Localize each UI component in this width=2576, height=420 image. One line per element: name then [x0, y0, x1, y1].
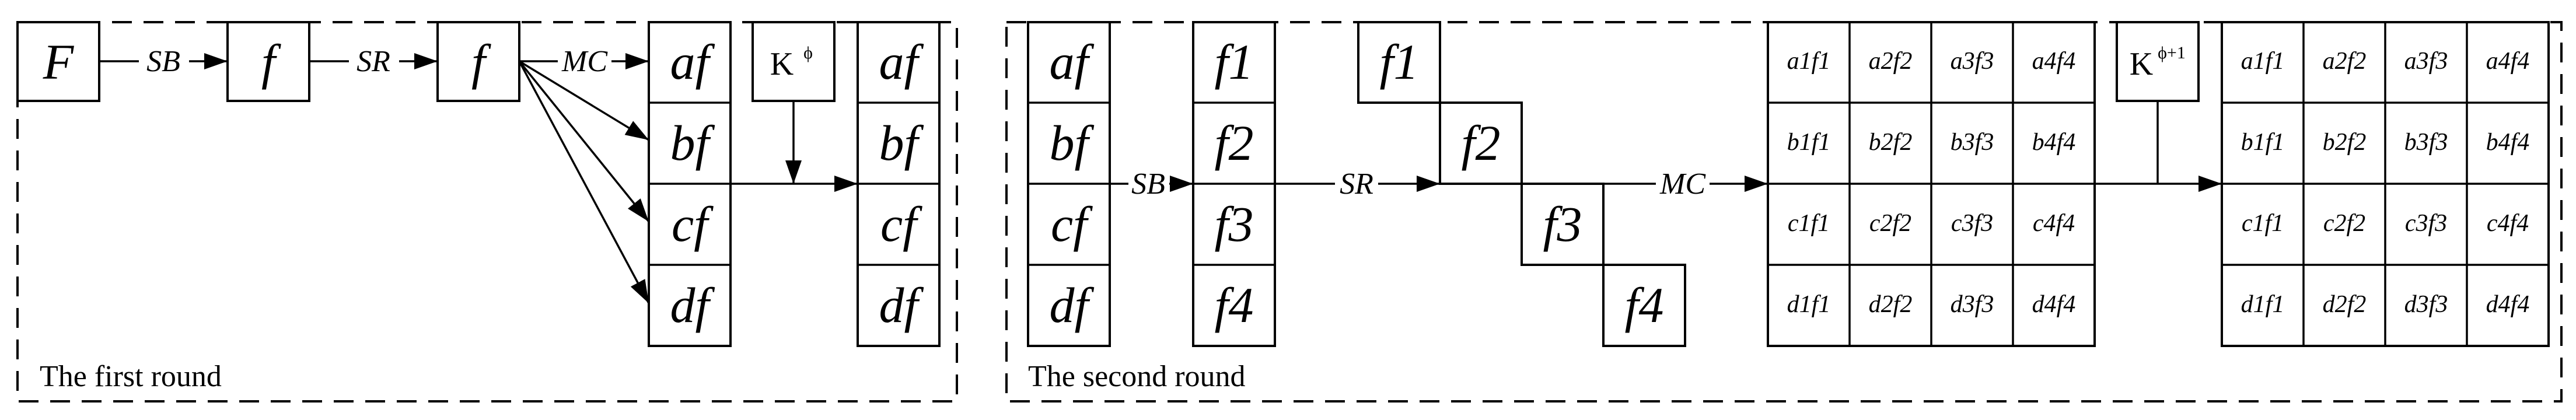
round-2-output-cell: b2f2	[2323, 129, 2367, 156]
round-1-mc-arrow-b	[519, 60, 649, 141]
round-2-output-cell: a1f1	[2241, 48, 2285, 75]
round-2-sb-label-bg	[1128, 168, 1169, 198]
round-1-output-cell: cf	[880, 196, 922, 252]
round-1-sr-label: SR	[356, 45, 390, 78]
round-1-mc-cell: bf	[670, 115, 715, 171]
round-2-mc-cell: a2f2	[1869, 48, 1913, 75]
round-1-sr-label-bg	[349, 46, 399, 76]
round-2-mc-label-bg	[1656, 168, 1710, 198]
round-1-mc-arrow-c	[518, 60, 650, 223]
round-1-mc-column: af bf cf df	[648, 21, 732, 347]
round-2-output-matrix: a1f1 a2f2 a3f3 a4f4 b1f1 b2f2 b3f3 b4f4 c1f1 c2f2…	[2221, 21, 2550, 347]
round-2-mc-matrix: a1f1 a2f2 a3f3 a4f4 b1f1 b2f2 b3f3 b4f4 c1f1 c2f2…	[1767, 21, 2096, 347]
round-2-output-cells: a1f1 a2f2 a3f3 a4f4 b1f1 b2f2 b3f3 b4f4 c1f1 c2f2…	[2241, 48, 2530, 318]
round-2-output-cell: d3f3	[2404, 291, 2448, 318]
round-2-mc-cell: c3f3	[1951, 210, 1993, 237]
round-2-shifted-box-4	[1602, 264, 1686, 347]
round-2-mc-cell: d2f2	[1869, 291, 1913, 318]
round-2-output-cell: b4f4	[2486, 129, 2530, 156]
round-2-mc-cell: c2f2	[1869, 210, 1911, 237]
round-2-panel: The second round af bf cf df SB f1 f2 f3…	[1005, 21, 2563, 402]
round-1-output-cell: af	[879, 34, 924, 90]
round-1-sb-label-bg	[139, 46, 189, 76]
round-2-sb-cell: f4	[1215, 277, 1254, 333]
round-2-caption: The second round	[1028, 360, 1246, 393]
round-1-input-box	[16, 21, 100, 102]
round-2-shifted-cell: f4	[1625, 277, 1664, 333]
round-1-output-column: af bf cf df	[857, 21, 941, 347]
round-2-mc-cell: a3f3	[1951, 48, 1994, 75]
round-2-sb-cell: f3	[1215, 196, 1254, 252]
round-2-shifted-box-2	[1439, 102, 1523, 185]
round-1-output-cell: df	[879, 277, 924, 333]
round-2-key-box	[2116, 21, 2200, 102]
round-2-input-cell: df	[1050, 277, 1095, 333]
round-2-output-cell: c4f4	[2487, 210, 2529, 237]
round-2-input-column: af bf cf df	[1027, 21, 1111, 347]
round-2-output-cell: a4f4	[2486, 48, 2530, 75]
round-2-mc-cell: d3f3	[1951, 291, 1994, 318]
round-2-output-cell: b3f3	[2404, 129, 2448, 156]
round-2-output-cell: d2f2	[2323, 291, 2367, 318]
round-2-mc-cell: b1f1	[1787, 129, 1831, 156]
round-2-output-cell: b1f1	[2241, 129, 2285, 156]
round-2-sr-label: SR	[1340, 167, 1373, 201]
round-2-key-label: K	[2130, 46, 2153, 82]
round-2-input-cell: cf	[1051, 196, 1093, 252]
round-2-shifted-cell: f3	[1543, 196, 1582, 252]
round-2-frame	[1005, 21, 2563, 402]
round-2-output-cell: a2f2	[2323, 48, 2367, 75]
round-1-panel: The first round F SB f SR f MC af	[16, 21, 958, 402]
round-1-mc-cell: df	[670, 277, 715, 333]
round-1-after-sb-box	[226, 21, 310, 102]
round-2-mc-cell: d1f1	[1787, 291, 1831, 318]
round-2-shifted-box-1	[1357, 21, 1441, 104]
round-1-mc-cell: af	[670, 34, 715, 90]
round-2-mc-cell: a4f4	[2032, 48, 2076, 75]
round-2-input-cell: af	[1050, 34, 1095, 90]
round-2-mc-cells: a1f1 a2f2 a3f3 a4f4 b1f1 b2f2 b3f3 b4f4 c1f1 c2f2…	[1787, 48, 2076, 318]
round-2-sb-cell: f2	[1215, 115, 1254, 171]
round-2-mc-cell: c1f1	[1788, 210, 1830, 237]
round-1-key-superscript: ϕ	[803, 43, 813, 62]
round-2-shifted-cell: f1	[1380, 34, 1419, 90]
round-2-output-cell: d4f4	[2486, 291, 2530, 318]
round-1-mc-arrow-d	[518, 61, 650, 304]
round-2-sb-label: SB	[1131, 167, 1165, 201]
round-2-mc-cell: d4f4	[2032, 291, 2076, 318]
round-2-shifted-rows: f1 f2 f3 f4	[1357, 21, 1686, 347]
round-2-input-cell: bf	[1050, 115, 1095, 171]
round-2-output-cell: c1f1	[2242, 210, 2284, 237]
round-2-sr-label-bg	[1335, 168, 1378, 198]
round-2-mc-cell: b4f4	[2032, 129, 2076, 156]
round-1-input-label: F	[43, 34, 75, 90]
round-2-shifted-cell: f2	[1462, 115, 1501, 171]
round-2-output-cell: c3f3	[2405, 210, 2447, 237]
round-1-output-cell: bf	[879, 115, 924, 171]
round-1-caption: The first round	[40, 360, 222, 393]
round-2-output-cell: c2f2	[2323, 210, 2365, 237]
round-2-mc-cell: a1f1	[1787, 48, 1831, 75]
round-2-mc-cell: b3f3	[1951, 129, 1994, 156]
round-1-mc-label-bg	[558, 46, 611, 76]
round-1-sb-label: SB	[146, 45, 180, 78]
round-1-mc-label: MC	[561, 45, 608, 78]
round-2-mc-cell: c4f4	[2033, 210, 2075, 237]
round-2-key-superscript: ϕ+1	[2158, 43, 2186, 62]
round-1-mc-cell: cf	[672, 196, 714, 252]
round-2-mc-label: MC	[1659, 167, 1706, 201]
round-1-key-box	[752, 21, 836, 102]
round-2-sb-column: f1 f2 f3 f4	[1192, 21, 1276, 347]
round-2-sb-cell: f1	[1215, 34, 1254, 90]
round-2-mc-cell: b2f2	[1869, 129, 1913, 156]
round-1-key-label: K	[770, 46, 794, 82]
round-2-output-cell: a3f3	[2404, 48, 2448, 75]
round-2-output-cell: d1f1	[2241, 291, 2285, 318]
